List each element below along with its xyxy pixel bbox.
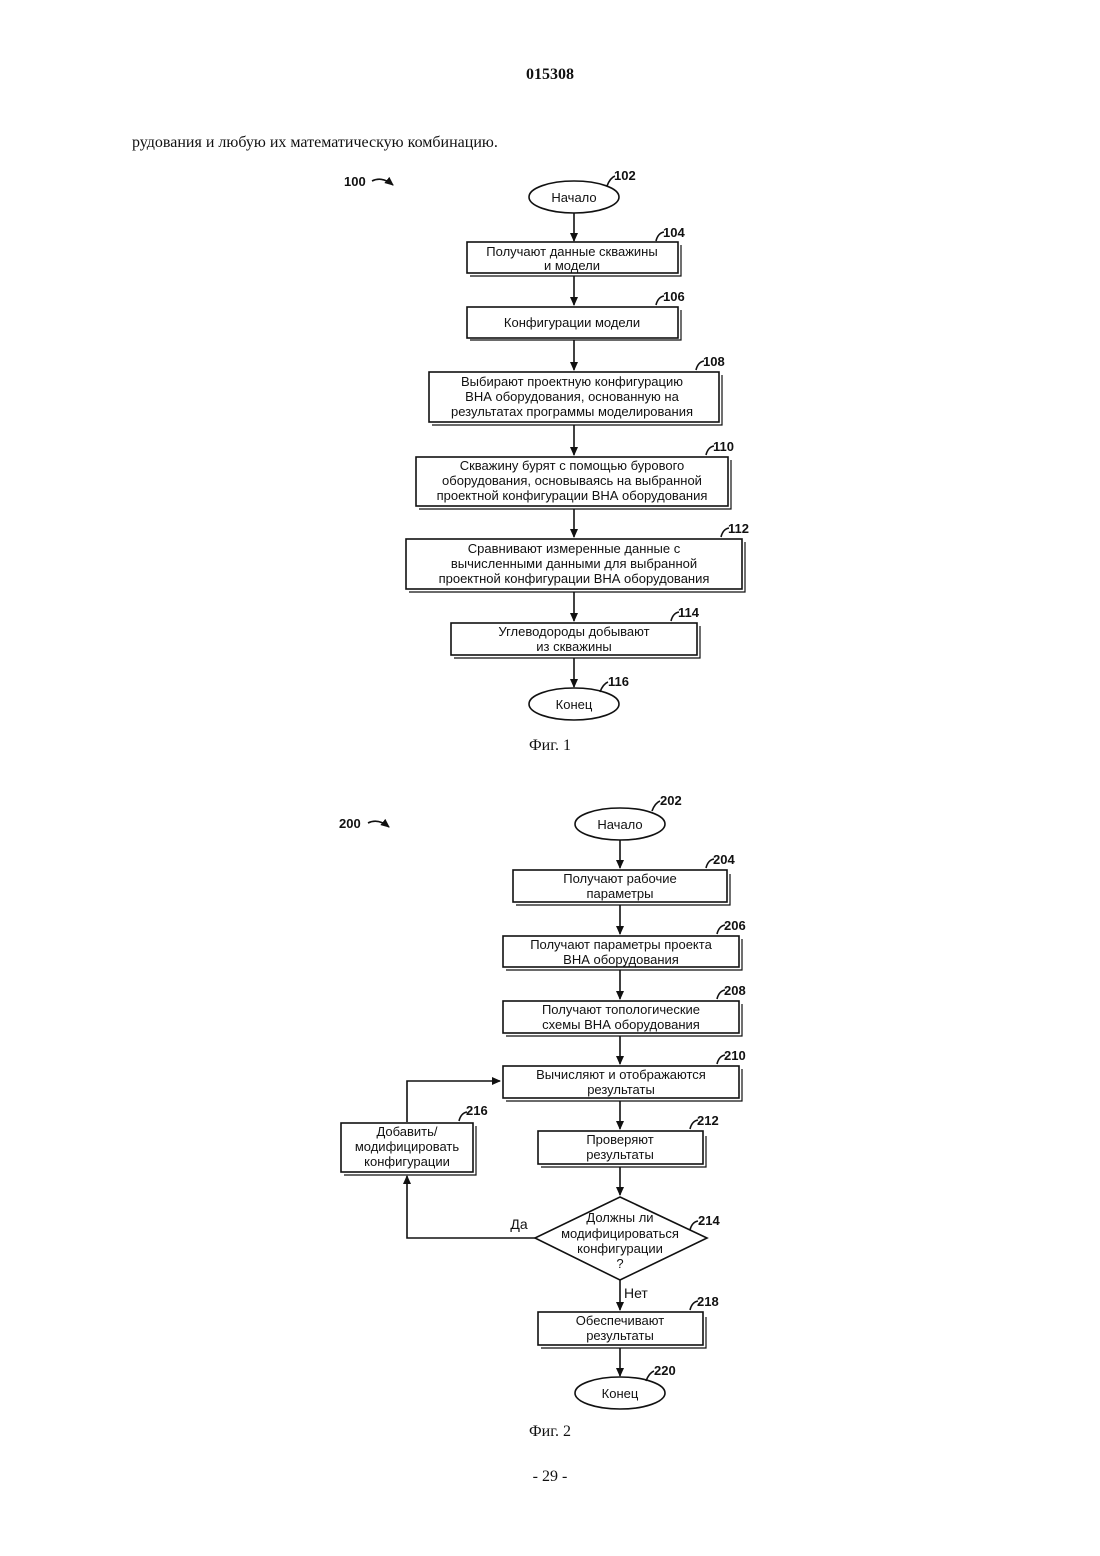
fig2-step-204: Получают рабочие параметры 204 — [513, 852, 735, 905]
step-label-line: ВНА оборудования, основанную на — [465, 389, 679, 404]
fig2-decision-214: Должны ли модифицироваться конфигурации … — [510, 1197, 720, 1301]
fig2-step-208: Получают топологические схемы ВНА оборуд… — [503, 983, 746, 1036]
step-label-line: модифицировать — [355, 1139, 460, 1154]
step-label-line: Углеводороды добывают — [498, 624, 649, 639]
figure-2-caption: Фиг. 2 — [0, 1423, 1100, 1441]
step-label-line: параметры — [587, 886, 654, 901]
step-label-line: и модели — [544, 258, 600, 273]
fig2-step-212: Проверяют результаты 212 — [538, 1113, 719, 1167]
step-label-line: проектной конфигурации ВНА оборудования — [439, 571, 710, 586]
step-label-line: схемы ВНА оборудования — [542, 1017, 700, 1032]
step-ref: 104 — [663, 225, 685, 240]
step-label-line: Конфигурации модели — [504, 315, 640, 330]
fig1-step-106: Конфигурации модели 106 — [467, 289, 685, 340]
step-label-line: Скважину бурят с помощью бурового — [460, 458, 685, 473]
fig1-step-110: Скважину бурят с помощью бурового оборуд… — [416, 439, 734, 509]
step-ref: 212 — [697, 1113, 719, 1128]
fig2-end-ref: 220 — [654, 1363, 676, 1378]
fig2-ref-arrow — [368, 821, 389, 827]
decision-ref: 214 — [698, 1213, 720, 1228]
ref-leader — [600, 682, 608, 692]
step-label-line: Добавить/ — [376, 1124, 437, 1139]
ref-leader — [646, 1371, 654, 1381]
step-label-line: Обеспечивают — [576, 1313, 664, 1328]
decision-label-line: ? — [616, 1256, 623, 1271]
fig1-step-108: Выбирают проектную конфигурацию ВНА обор… — [429, 354, 725, 425]
step-ref: 218 — [697, 1294, 719, 1309]
step-ref: 110 — [713, 439, 734, 454]
fig1-start-terminal: Начало 102 — [529, 168, 636, 213]
figure-2-flowchart: 200 Начало 202 Получают рабочие параметр… — [339, 793, 746, 1409]
step-label-line: конфигурации — [364, 1154, 450, 1169]
fig2-end-terminal: Конец 220 — [575, 1363, 676, 1409]
step-label-line: результаты — [586, 1328, 654, 1343]
step-ref: 114 — [678, 605, 700, 620]
fig1-start-label: Начало — [551, 190, 596, 205]
step-label-line: Получают параметры проекта — [530, 937, 712, 952]
step-label-line: Получают топологические — [542, 1002, 700, 1017]
decision-yes-label: Да — [510, 1216, 527, 1232]
step-label-line: проектной конфигурации ВНА оборудования — [437, 488, 708, 503]
fig2-step-206: Получают параметры проекта ВНА оборудова… — [503, 918, 746, 970]
step-ref: 204 — [713, 852, 735, 867]
decision-label-line: модифицироваться — [561, 1226, 679, 1241]
fig1-end-ref: 116 — [608, 674, 629, 689]
fig1-ref-label: 100 — [344, 174, 366, 189]
step-label-line: Получают рабочие — [563, 871, 677, 886]
fig1-start-ref: 102 — [614, 168, 636, 183]
step-label-line: вычисленными данными для выбранной — [451, 556, 697, 571]
decision-no-label: Нет — [624, 1285, 648, 1301]
step-ref: 106 — [663, 289, 685, 304]
step-label-line: Вычисляют и отображаются — [536, 1067, 706, 1082]
step-label-line: Получают данные скважины — [486, 244, 657, 259]
step-ref: 112 — [728, 521, 749, 536]
ref-leader — [690, 1221, 698, 1230]
fig1-step-112: Сравнивают измеренные данные с вычисленн… — [406, 521, 749, 592]
step-label-line: Проверяют — [586, 1132, 653, 1147]
step-ref: 216 — [466, 1103, 488, 1118]
fig1-end-label: Конец — [556, 697, 593, 712]
page-footer-number: - 29 - — [0, 1468, 1100, 1486]
step-ref: 206 — [724, 918, 746, 933]
fig2-end-label: Конец — [602, 1386, 639, 1401]
step-label-line: результатах программы моделирования — [451, 404, 693, 419]
fig2-step-216: Добавить/ модифицировать конфигурации 21… — [341, 1103, 488, 1175]
fig1-step-104: Получают данные скважины и модели 104 — [467, 225, 685, 276]
fig1-ref-arrow — [372, 179, 393, 185]
ref-leader — [652, 801, 660, 811]
fig2-start-label: Начало — [597, 817, 642, 832]
fig1-end-terminal: Конец 116 — [529, 674, 629, 720]
fig2-start-ref: 202 — [660, 793, 682, 808]
step-ref: 210 — [724, 1048, 746, 1063]
fig2-step-218: Обеспечивают результаты 218 — [538, 1294, 719, 1348]
figure-1-flowchart: 100 Начало 102 Получают данные скважины … — [344, 168, 749, 720]
fig2-step-210: Вычисляют и отображаются результаты 210 — [503, 1048, 746, 1101]
step-label-line: ВНА оборудования — [563, 952, 679, 967]
decision-label-line: Должны ли — [586, 1210, 653, 1225]
step-ref: 208 — [724, 983, 746, 998]
step-ref: 108 — [703, 354, 725, 369]
step-label-line: из скважины — [536, 639, 612, 654]
step-label-line: результаты — [587, 1082, 655, 1097]
fig1-step-114: Углеводороды добывают из скважины 114 — [451, 605, 700, 658]
step-label-line: оборудования, основываясь на выбранной — [442, 473, 702, 488]
step-label-line: результаты — [586, 1147, 654, 1162]
decision-label-line: конфигурации — [577, 1241, 663, 1256]
figure-1-caption: Фиг. 1 — [0, 737, 1100, 755]
fig2-ref-label: 200 — [339, 816, 361, 831]
step-label-line: Выбирают проектную конфигурацию — [461, 374, 683, 389]
step-label-line: Сравнивают измеренные данные с — [468, 541, 681, 556]
fig2-start-terminal: Начало 202 — [575, 793, 682, 840]
